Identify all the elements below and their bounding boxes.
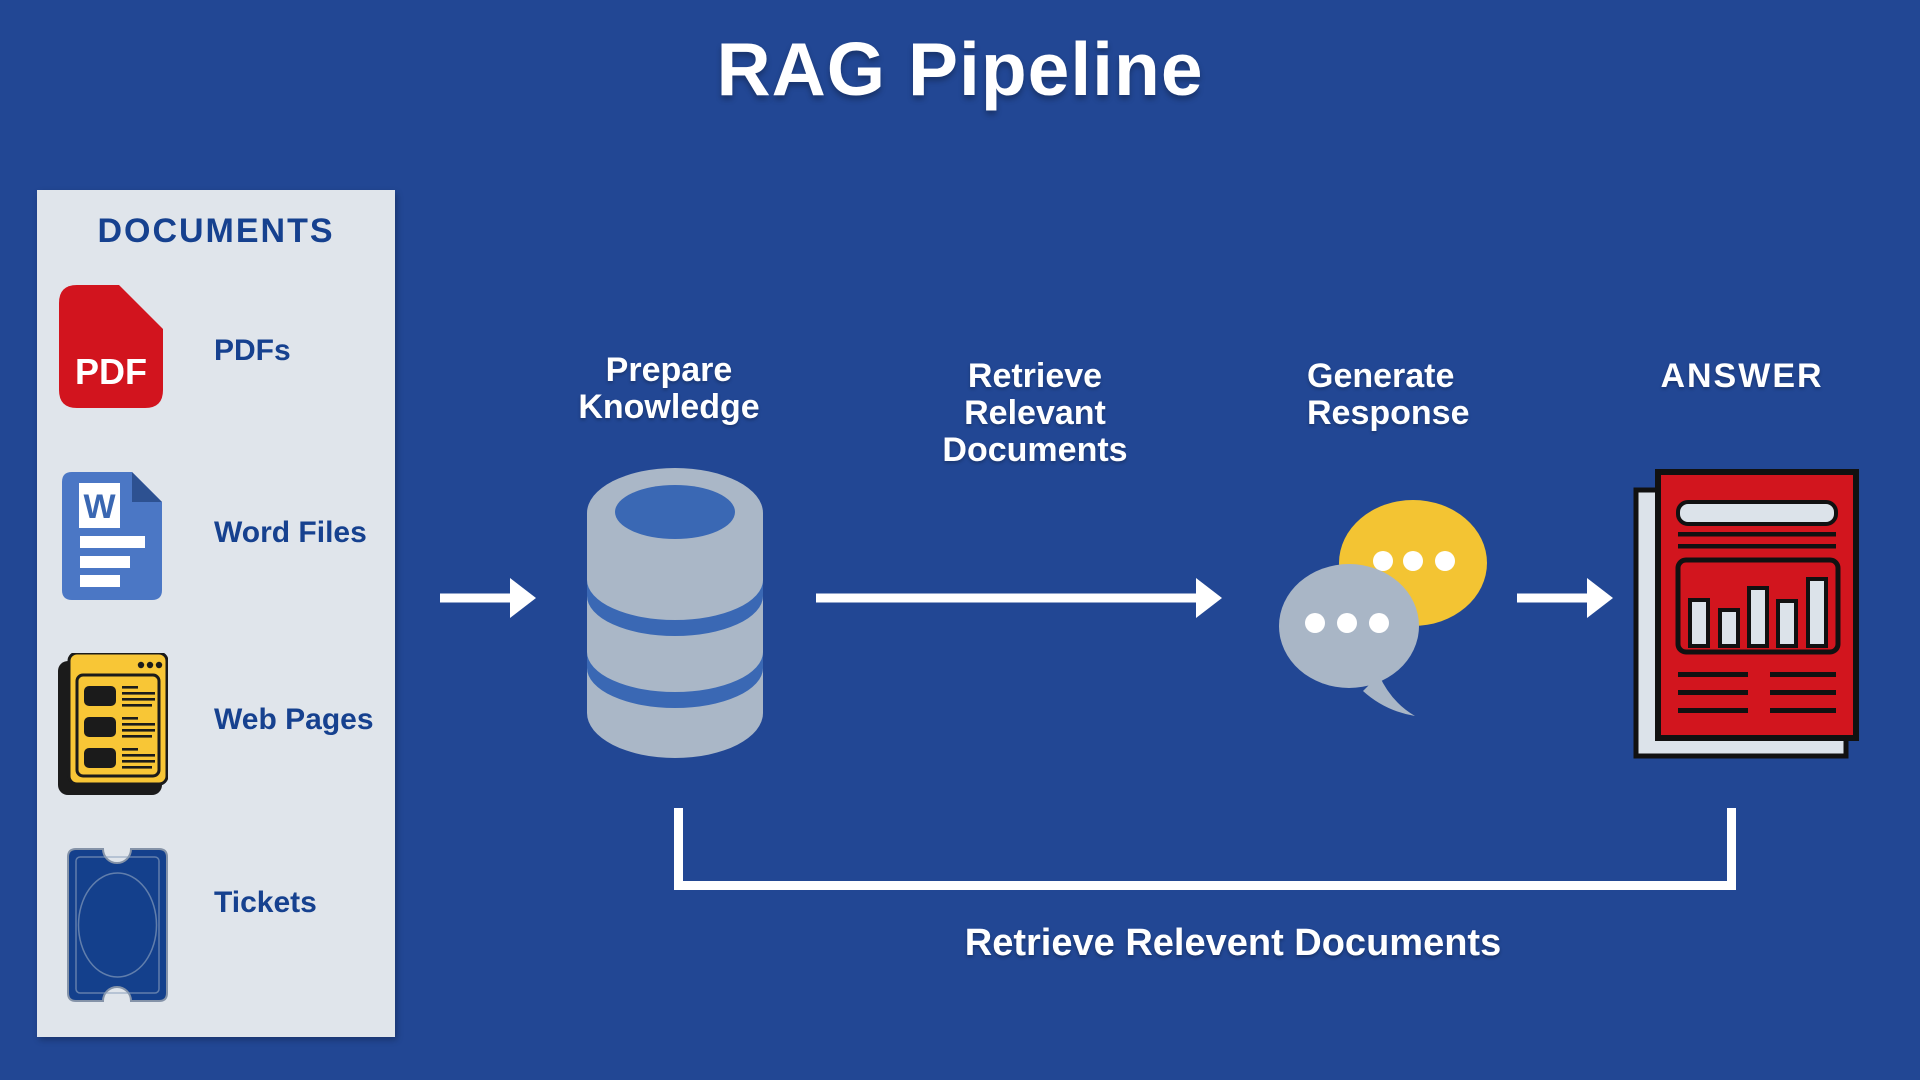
report-document-icon [1630, 468, 1860, 765]
step-label-answer: ANSWER [1660, 357, 1824, 395]
chat-bubbles-icon [1275, 495, 1503, 728]
web-page-icon [58, 651, 169, 800]
ticket-icon [67, 848, 168, 1007]
document-item-label-web: Web Pages [214, 703, 374, 736]
feedback-loop-label: Retrieve Relevent Documents [964, 922, 1502, 964]
step-label-generate-response: Generate Response [1307, 357, 1470, 432]
documents-panel-header: DOCUMENTS [97, 212, 335, 250]
page-title: RAG Pipeline [716, 27, 1204, 111]
pdf-icon-text: PDF [75, 351, 147, 392]
arrow-right-icon [816, 570, 1222, 631]
step-label-retrieve-relevant-documents: Retrieve Relevant Documents [942, 357, 1128, 469]
word-icon-letter: W [83, 488, 116, 526]
database-icon [587, 468, 763, 763]
document-item-label-tickets: Tickets [214, 886, 317, 919]
document-item-label-word: Word Files [214, 516, 367, 549]
pdf-file-icon: PDF [59, 285, 163, 413]
arrow-right-icon [1517, 570, 1613, 631]
document-item-label-pdfs: PDFs [214, 334, 291, 367]
arrow-right-icon [440, 570, 536, 631]
documents-panel: DOCUMENTS PDF PDFs W Word Files [37, 190, 395, 1037]
feedback-loop-bracket [674, 808, 1736, 890]
word-file-icon: W [62, 472, 162, 605]
step-label-prepare-knowledge: Prepare Knowledge [578, 351, 760, 426]
